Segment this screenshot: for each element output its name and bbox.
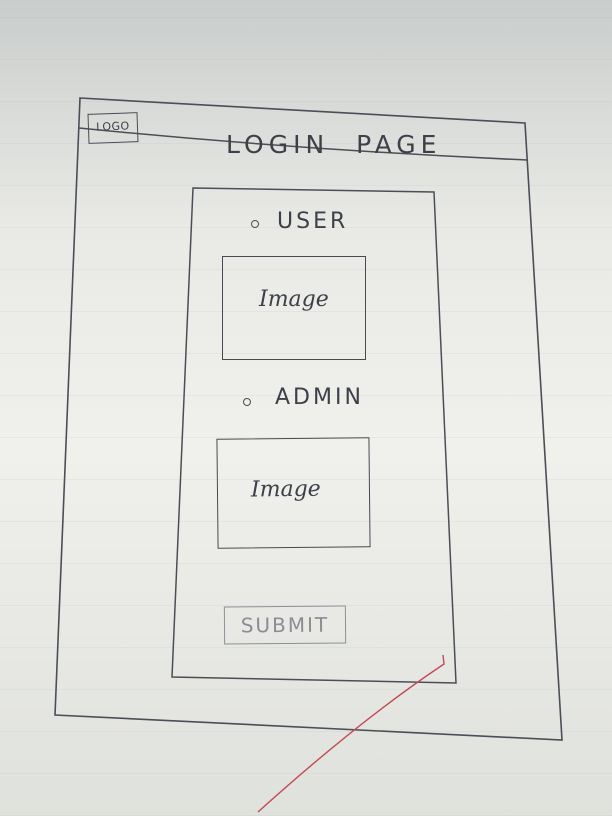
- admin-image-placeholder: Image: [216, 437, 371, 549]
- user-radio[interactable]: [251, 220, 259, 228]
- red-pen-stroke: [257, 654, 445, 813]
- admin-option-label: ADMIN: [275, 385, 364, 410]
- user-image-label: Image: [259, 287, 329, 312]
- form-panel: [171, 187, 457, 684]
- logo-box: LOGO: [87, 112, 139, 144]
- logo-label: LOGO: [95, 119, 130, 134]
- user-image-placeholder: Image: [222, 256, 366, 360]
- submit-button[interactable]: SUBMIT: [223, 605, 347, 645]
- outer-page-frame: [54, 97, 563, 741]
- header-divider: [78, 127, 528, 161]
- admin-image-label: Image: [250, 476, 321, 503]
- user-option-label: USER: [277, 209, 349, 234]
- page-title: LOGIN PAGE: [226, 130, 442, 159]
- admin-radio[interactable]: [243, 398, 251, 406]
